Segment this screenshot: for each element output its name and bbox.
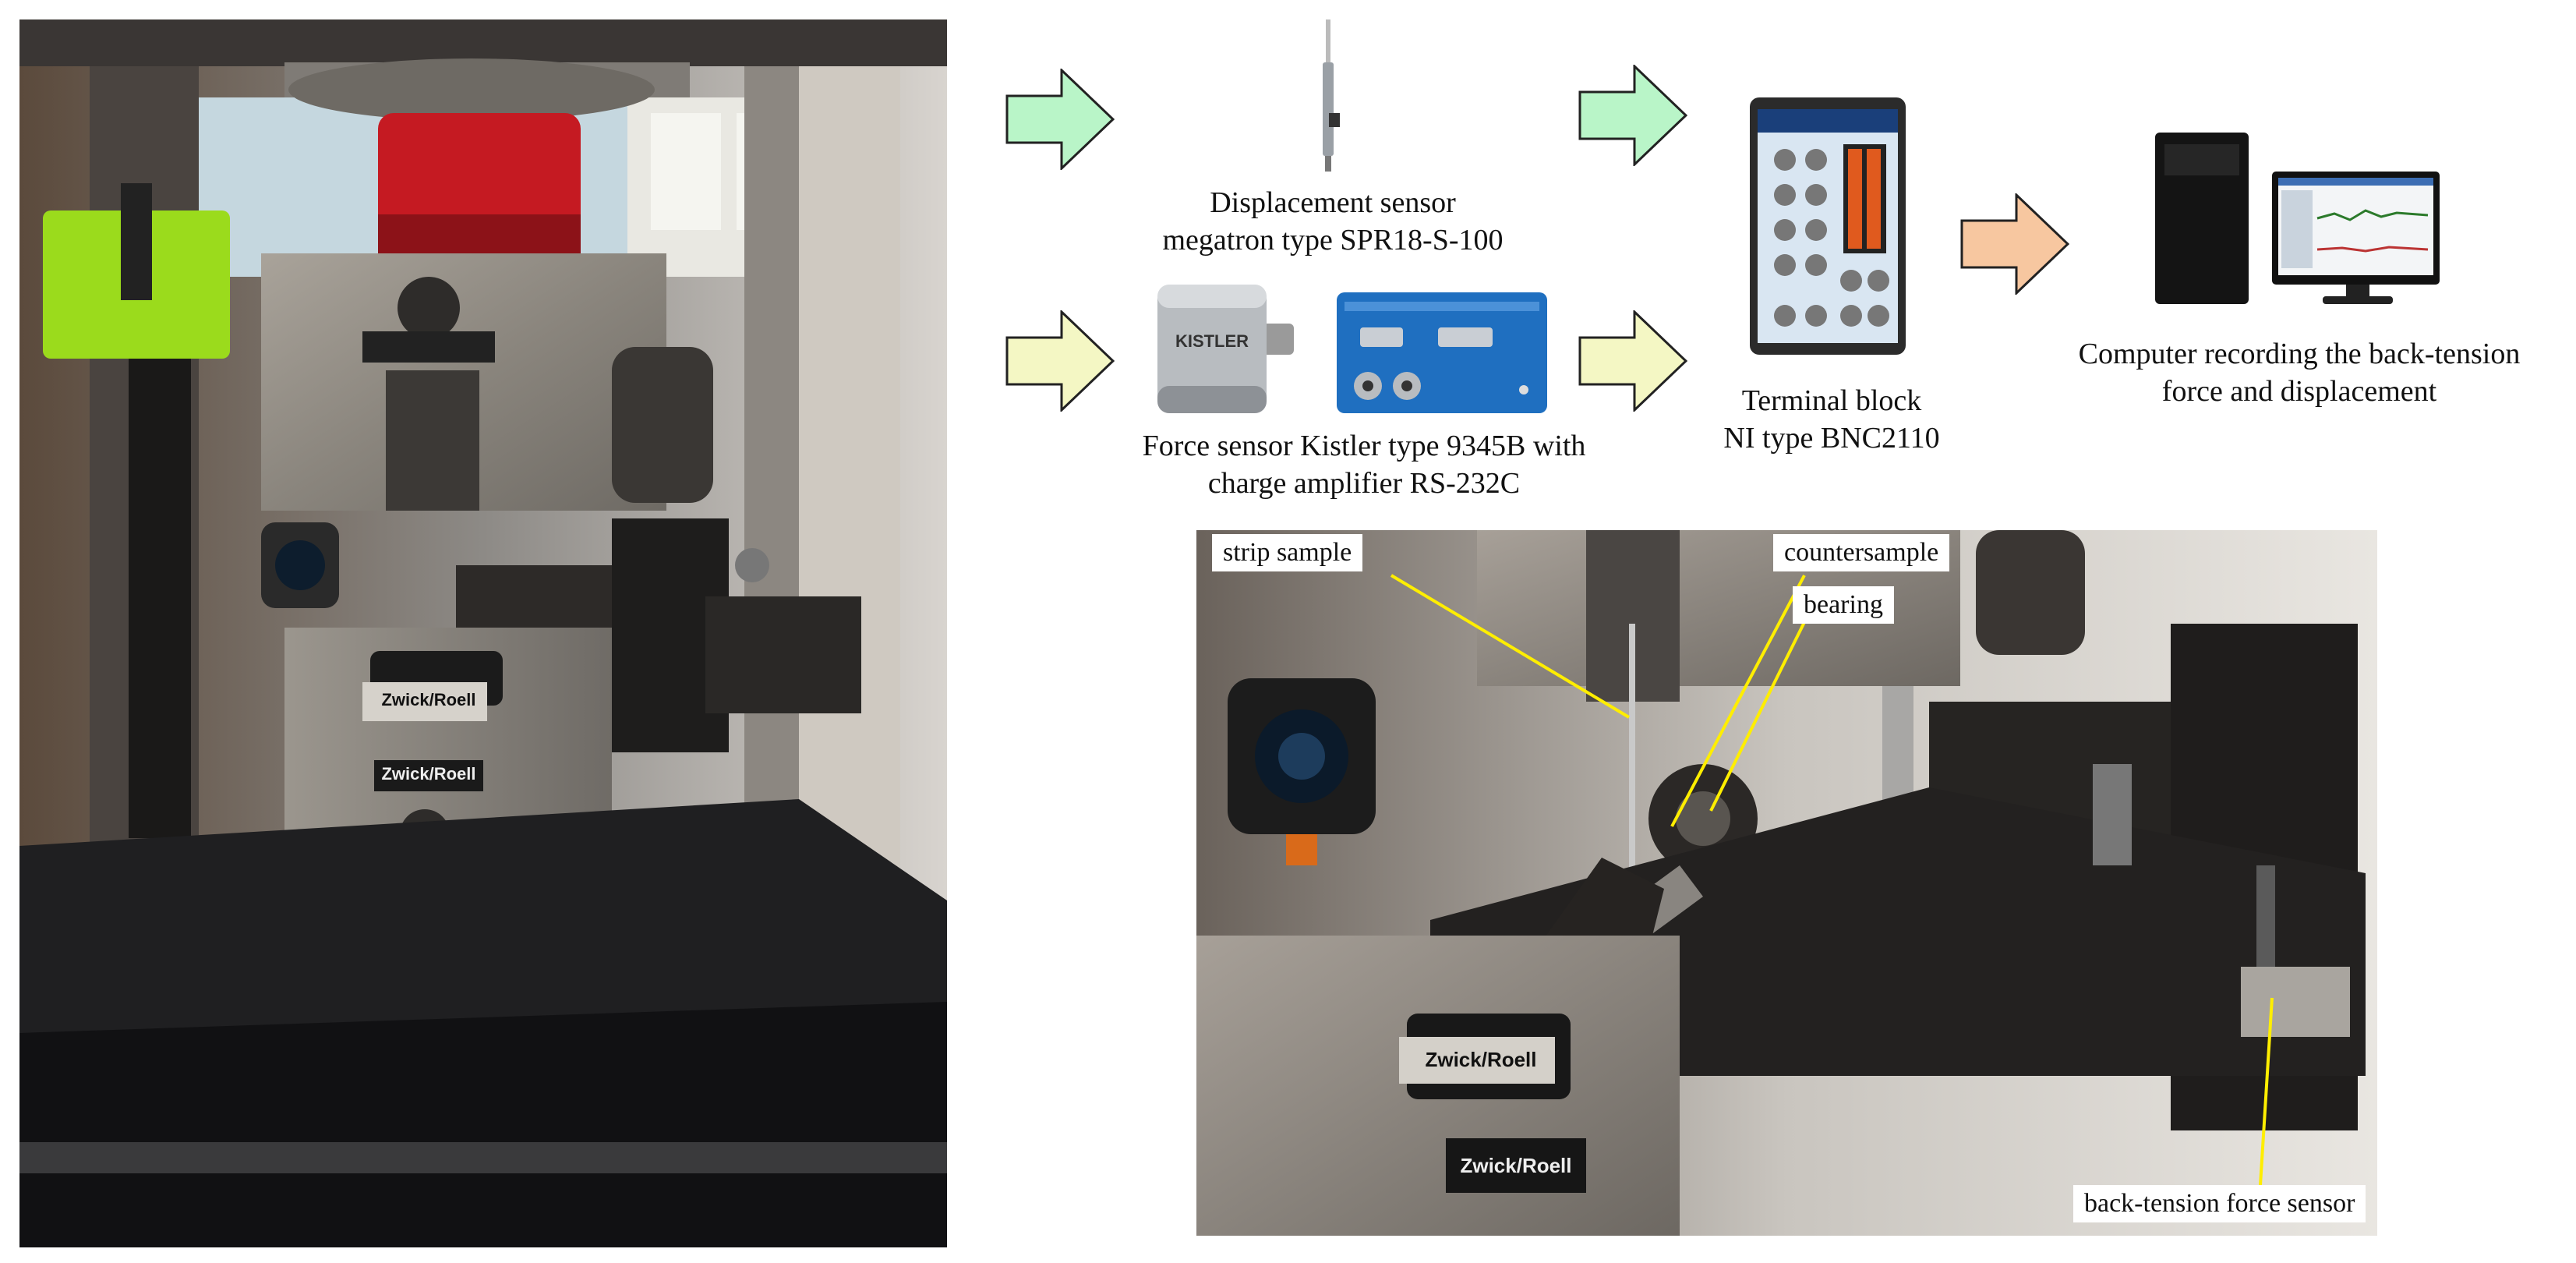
terminal-caption-line-1: Terminal block	[1741, 384, 1922, 417]
displacement-sensor-caption: Displacement sensor megatron type SPR18-…	[1146, 184, 1520, 259]
computer-caption: Computer recording the back-tension forc…	[2027, 335, 2572, 410]
detail-logo-lower: Zwick/Roell	[1460, 1154, 1572, 1177]
terminal-block-image	[1750, 97, 1906, 355]
countersample-pointer	[1670, 575, 1806, 827]
computer-image	[2155, 133, 2443, 308]
displacement-sensor-image	[1313, 19, 1345, 175]
testing-machine-photo: Zwick/Roell Zwick/Roell	[19, 19, 947, 1247]
force-sensor-image: KISTLER	[1154, 277, 1294, 421]
force-caption-line-1: Force sensor Kistler type 9345B with	[1142, 430, 1586, 462]
strip-sample-pointer	[1390, 574, 1631, 719]
zwick-roell-logo-lower: Zwick/Roell	[381, 764, 476, 784]
computer-caption-line-1: Computer recording the back-tension	[2078, 338, 2521, 370]
back-tension-sensor-label: back-tension force sensor	[2073, 1185, 2366, 1222]
arrow-green-1	[1005, 69, 1115, 170]
terminal-block-caption: Terminal block NI type BNC2110	[1684, 382, 1980, 457]
detail-photo: Zwick/Roell Zwick/Roell strip sample cou…	[1196, 530, 2377, 1236]
displacement-caption-line-2: megatron type SPR18-S-100	[1162, 224, 1504, 256]
displacement-caption-line-1: Displacement sensor	[1210, 186, 1456, 219]
terminal-caption-line-2: NI type BNC2110	[1723, 422, 1940, 455]
arrow-orange	[1960, 193, 2069, 295]
detail-logo-upper: Zwick/Roell	[1425, 1048, 1537, 1071]
force-caption-line-2: charge amplifier RS-232C	[1207, 467, 1521, 500]
back-tension-pointer	[2259, 997, 2274, 1186]
computer-caption-line-2: force and displacement	[2161, 375, 2437, 408]
arrow-green-2	[1578, 65, 1687, 166]
zwick-roell-logo: Zwick/Roell	[381, 690, 476, 709]
strip-sample-label: strip sample	[1212, 534, 1363, 571]
arrow-yellow-1	[1005, 310, 1115, 412]
arrow-yellow-2	[1578, 310, 1687, 412]
countersample-label: countersample	[1773, 534, 1950, 571]
bearing-label: bearing	[1793, 586, 1894, 624]
callout-lines	[1390, 574, 2274, 1186]
charge-amplifier-image	[1337, 292, 1547, 413]
force-sensor-caption: Force sensor Kistler type 9345B with cha…	[1091, 427, 1637, 502]
bearing-pointer	[1709, 614, 1810, 812]
kistler-brand: KISTLER	[1175, 331, 1249, 351]
